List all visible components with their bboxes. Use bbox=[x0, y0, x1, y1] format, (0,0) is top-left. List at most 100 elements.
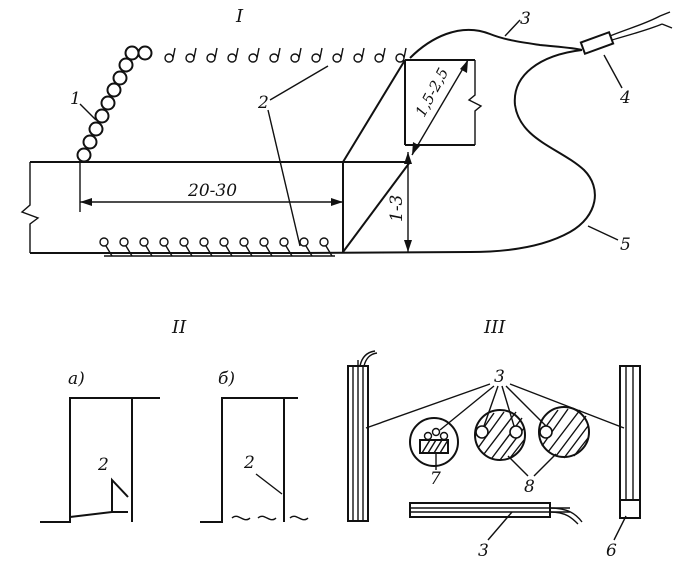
callout-2-view1: 2 bbox=[257, 93, 269, 113]
callout-3-view1: 3 bbox=[520, 9, 531, 29]
leader-4 bbox=[603, 54, 623, 89]
subview-b-water-line bbox=[231, 515, 309, 521]
hook-charge bbox=[199, 237, 213, 257]
hook-charge bbox=[311, 47, 323, 63]
leader-3-to-section-7 bbox=[439, 385, 495, 431]
charge-string-1 bbox=[76, 45, 153, 163]
hook-charge bbox=[164, 47, 176, 63]
leader-3-horizontal bbox=[487, 511, 513, 541]
hook-charge bbox=[185, 47, 197, 63]
section-8-a-wire-right bbox=[509, 425, 523, 439]
callout-6: 6 bbox=[606, 541, 617, 561]
hook-charge bbox=[99, 237, 113, 257]
charge-cartridge bbox=[94, 108, 110, 124]
leader-3-view1 bbox=[504, 19, 521, 37]
dimension-length-arrow-right bbox=[331, 198, 343, 206]
tube-horizontal-end bbox=[549, 507, 583, 525]
hook-charge bbox=[353, 47, 365, 63]
detonator-4 bbox=[579, 30, 615, 56]
section-7-wire-c bbox=[439, 431, 449, 441]
dimension-length-arrow-left bbox=[80, 198, 92, 206]
dimension-depth-upper-arrow-top bbox=[460, 60, 468, 73]
charge-cartridge bbox=[106, 82, 122, 98]
callout-8: 8 bbox=[524, 477, 535, 497]
section-8-b-wire bbox=[539, 425, 553, 439]
subview-a-profile bbox=[40, 397, 160, 523]
leader-3-to-section-8a-left bbox=[483, 385, 499, 427]
leader-3-to-section-8a-right bbox=[501, 385, 515, 427]
hook-charge bbox=[259, 237, 273, 257]
subview-b-label: б) bbox=[218, 369, 235, 389]
subview-b-profile bbox=[200, 397, 298, 523]
callout-3-horizontal: 3 bbox=[478, 541, 489, 561]
leader-8-a bbox=[507, 455, 529, 477]
dimension-length: 20-30 bbox=[79, 160, 343, 212]
hook-charge bbox=[299, 237, 313, 257]
callout-4: 4 bbox=[619, 88, 631, 108]
leader-8-b bbox=[533, 453, 557, 477]
hook-charge bbox=[279, 237, 293, 257]
section-8-a-hatch bbox=[477, 411, 525, 461]
leader-2-subview-b bbox=[255, 473, 283, 495]
section-7-hatch bbox=[421, 439, 449, 454]
hook-charge bbox=[227, 47, 239, 63]
section-8-a-wire-left bbox=[475, 425, 489, 439]
callout-7: 7 bbox=[430, 469, 441, 489]
section-8-b-hatch bbox=[541, 408, 589, 459]
dimension-depth-lower: 1-3 bbox=[387, 152, 412, 252]
tube-left-cord bbox=[359, 350, 378, 367]
upper-hook-row bbox=[164, 47, 407, 63]
view-3-components: III bbox=[347, 317, 641, 561]
charge-outline-3 bbox=[409, 28, 583, 59]
callout-1: 1 bbox=[70, 89, 81, 109]
leader-2-upper bbox=[269, 65, 329, 101]
hook-charge bbox=[206, 47, 218, 63]
dimension-length-label: 20-30 bbox=[187, 181, 237, 201]
leader-2-lower bbox=[267, 109, 301, 247]
lower-hook-row bbox=[99, 237, 335, 257]
tube-right-cap-6 bbox=[619, 499, 641, 519]
charge-cartridge bbox=[88, 121, 104, 137]
tube-right bbox=[619, 365, 641, 501]
left-break-mark bbox=[20, 162, 40, 253]
hook-charge bbox=[269, 47, 281, 63]
view-3-title: III bbox=[483, 317, 506, 338]
view-2-title: II bbox=[171, 317, 187, 338]
callout-3-view3: 3 bbox=[494, 367, 505, 387]
callout-2-subview-a: 2 bbox=[97, 455, 109, 475]
leader-1 bbox=[79, 103, 97, 121]
dimension-depth-upper: 1,5-2,5 bbox=[411, 59, 469, 156]
hook-charge bbox=[319, 237, 333, 257]
section-7-circle bbox=[409, 417, 459, 467]
hook-charge bbox=[248, 47, 260, 63]
charge-cartridge bbox=[124, 45, 140, 61]
view-1-main-drawing: I 20-30 1-3 bbox=[20, 6, 673, 257]
lead-wire bbox=[609, 11, 673, 41]
view-2-detail: II а) 2 б) 2 bbox=[40, 317, 309, 523]
view-1-title: I bbox=[235, 6, 244, 27]
hook-charge bbox=[159, 237, 173, 257]
tube-horizontal bbox=[409, 502, 551, 518]
dimension-depth-upper-arrow-bottom bbox=[412, 142, 420, 155]
leader-5 bbox=[587, 225, 619, 241]
leader-6 bbox=[613, 515, 627, 541]
leader-3-to-section-8b bbox=[505, 385, 547, 427]
hook-charge bbox=[219, 237, 233, 257]
section-8-b bbox=[538, 406, 590, 459]
hook-charge bbox=[332, 47, 344, 63]
hook-charge bbox=[179, 237, 193, 257]
charge-cartridge bbox=[112, 70, 128, 86]
hook-charge bbox=[395, 47, 407, 63]
callout-2-subview-b: 2 bbox=[243, 453, 255, 473]
leader-3-to-tube-left bbox=[365, 383, 491, 429]
dimension-depth-upper-line bbox=[411, 59, 469, 156]
charge-cartridge bbox=[137, 45, 153, 61]
wedge-diagonal-lower bbox=[342, 161, 411, 253]
wedge-break-mark bbox=[467, 60, 483, 145]
charge-outline-5 bbox=[299, 49, 596, 254]
dimension-depth-lower-arrow-bottom bbox=[404, 240, 412, 252]
charge-cartridge bbox=[76, 147, 92, 163]
section-8-a bbox=[474, 409, 526, 461]
hook-charge bbox=[119, 237, 133, 257]
